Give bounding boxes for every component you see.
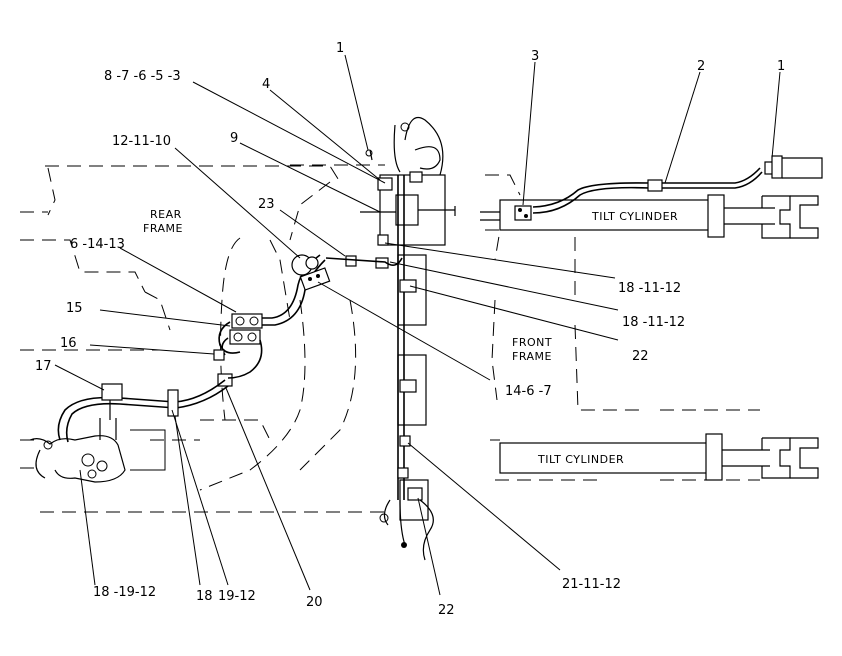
callout-1-left: 1: [336, 41, 344, 56]
callout-12-11-10: 12-11-10: [112, 134, 171, 149]
callout-22-bottom: 22: [438, 603, 455, 618]
tilt-cylinder-top-label: TILT CYLINDER: [591, 210, 678, 223]
callout-numbers: 1 8 -7 -6 -5 -3 4 12-11-10 9 23 6 -14-13…: [35, 41, 785, 618]
callout-3-top: 3: [531, 49, 539, 64]
front-frame-label-line2: FRAME: [512, 350, 552, 363]
central-hose-assembly: [325, 116, 456, 561]
callout-22-right: 22: [632, 349, 649, 364]
tilt-cylinder-top: [480, 194, 819, 239]
front-frame-label-line1: FRONT: [512, 336, 552, 349]
rear-frame-label-line1: REAR: [150, 208, 182, 221]
callout-19-12: 19-12: [218, 589, 256, 604]
callout-18-11-12-b: 18 -11-12: [622, 315, 685, 330]
callout-18-19-12: 18 -19-12: [93, 585, 156, 600]
callout-17: 17: [35, 359, 52, 374]
callout-18-11-12-a: 18 -11-12: [618, 281, 681, 296]
callout-2: 2: [697, 59, 705, 74]
tilt-cylinder-bottom-label: TILT CYLINDER: [537, 453, 624, 466]
callout-21-11-12: 21-11-12: [562, 577, 621, 592]
tilt-hose-top: [532, 155, 823, 214]
callout-23: 23: [258, 197, 275, 212]
rear-hose-assembly: [29, 254, 331, 483]
region-labels: REAR FRAME FRONT FRAME TILT CYLINDER TIL…: [143, 208, 678, 466]
callout-14-6-7: 14-6 -7: [505, 384, 552, 399]
callout-9: 9: [230, 131, 238, 146]
callout-4: 4: [262, 77, 270, 92]
callout-6-14-13: 6 -14-13: [70, 237, 125, 252]
rear-frame-label-line2: FRAME: [143, 222, 183, 235]
callout-1-right: 1: [777, 59, 785, 74]
callout-18: 18: [196, 589, 213, 604]
callout-8-7-6-5-3: 8 -7 -6 -5 -3: [104, 69, 181, 84]
leader-lines: [54, 54, 781, 596]
callout-16: 16: [60, 336, 77, 351]
tilt-cylinder-bottom: [499, 433, 819, 481]
rear-frame-outline: [20, 164, 390, 513]
callout-15: 15: [66, 301, 83, 316]
callout-20: 20: [306, 595, 323, 610]
